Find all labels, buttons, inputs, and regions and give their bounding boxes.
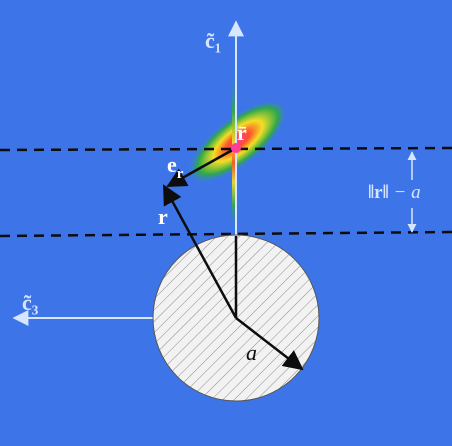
c3-axis-label: c̃₃ [22, 290, 39, 315]
radius-label: a [246, 340, 257, 365]
distance-label: ‖r‖ − a [368, 182, 421, 203]
lower-dashed-line [0, 230, 452, 238]
upper-dashed-line [0, 146, 452, 152]
e-r-base: e [167, 152, 177, 177]
distance-label-suffix: − a [389, 182, 421, 203]
radius-vector [235, 317, 304, 371]
r-bar-point [231, 143, 241, 153]
distance-label-norm: ‖r‖ [368, 182, 389, 203]
r-label: r [158, 204, 168, 229]
r-vector [162, 184, 238, 319]
r-bar-label: r̄ [237, 120, 247, 145]
e-r-vector [166, 146, 237, 188]
c1-axis-label: c̃₁ [205, 28, 221, 53]
e-r-subscript: r [177, 166, 184, 182]
e-r-label: er [167, 152, 184, 182]
